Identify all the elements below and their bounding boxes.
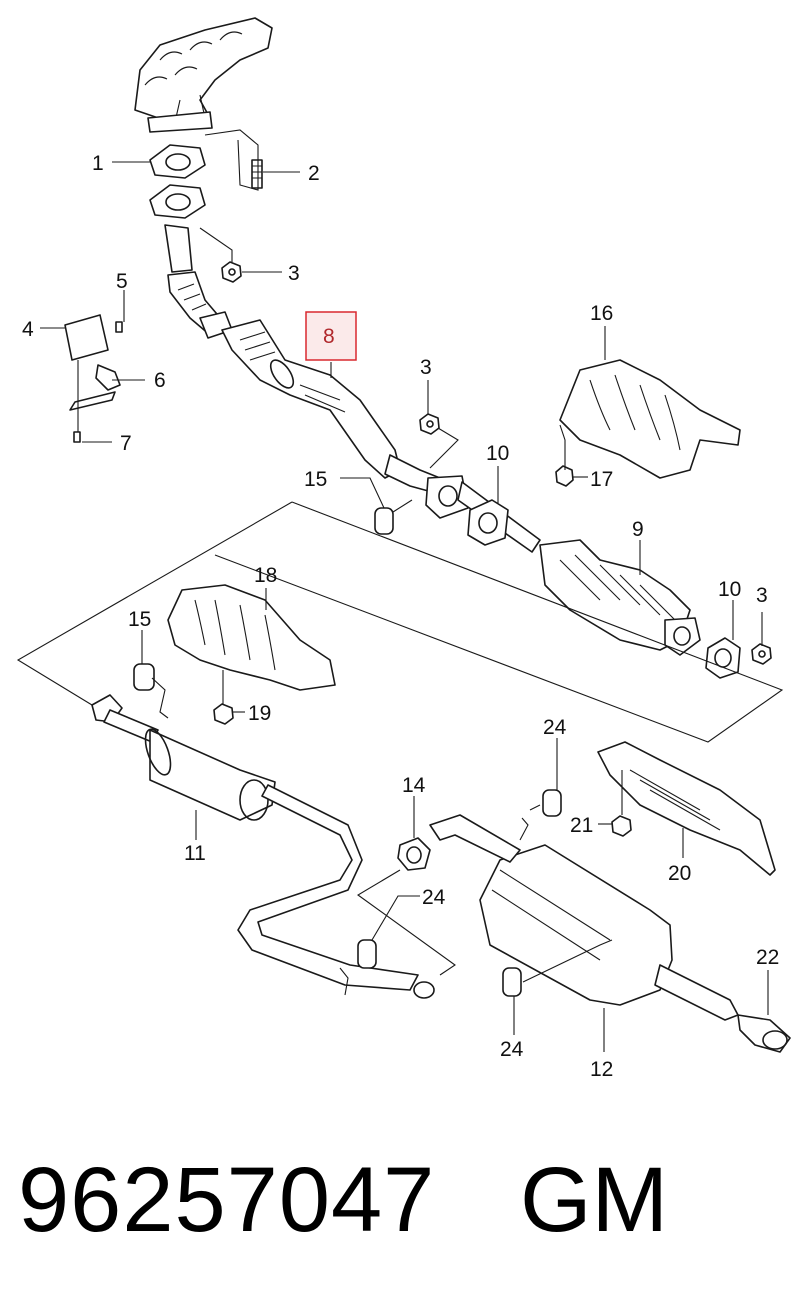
callout-20: 20 <box>668 862 691 885</box>
callout-18: 18 <box>254 564 277 587</box>
heat-shield-20 <box>597 741 776 876</box>
callout-4: 4 <box>22 318 34 341</box>
callout-3-upper: 3 <box>288 262 300 285</box>
gasket-1 <box>149 144 206 179</box>
catalytic-converter-9 <box>539 539 701 656</box>
highlight-box-part-8 <box>305 311 357 361</box>
callout-16: 16 <box>590 302 613 325</box>
callout-6: 6 <box>154 369 166 392</box>
hanger-rubber-15-upper <box>340 477 413 535</box>
callout-15-upper: 15 <box>304 468 327 491</box>
callout-22: 22 <box>756 946 779 969</box>
callout-14: 14 <box>402 774 426 797</box>
front-pipe <box>149 184 233 339</box>
nut-3-rear <box>751 643 772 665</box>
part-number: 96257047 <box>18 1149 436 1251</box>
callout-2: 2 <box>308 162 320 185</box>
heat-shield-16 <box>555 359 741 487</box>
callout-19: 19 <box>248 702 271 725</box>
hanger-rubber-15-lower <box>133 663 169 719</box>
callout-8: 8 <box>323 325 335 348</box>
hanger-rubber-24-c <box>502 939 613 997</box>
gasket-10-front <box>467 499 509 546</box>
leader-lines <box>40 161 769 1052</box>
nut-3-mid <box>419 413 440 435</box>
hanger-rubber-24-a <box>519 789 562 841</box>
callout-labels: 1 2 3 4 5 6 7 8 3 16 15 10 17 9 18 10 3 … <box>22 152 779 1081</box>
callout-9: 9 <box>632 518 644 541</box>
callout-11: 11 <box>184 842 206 865</box>
bracket-assembly <box>64 314 123 443</box>
exhaust-system-diagram: 1 2 3 4 5 6 7 8 3 16 15 10 17 9 18 10 3 … <box>16 17 791 1081</box>
callout-12: 12 <box>590 1058 613 1081</box>
callout-24-b: 24 <box>422 886 446 909</box>
intermediate-muffler-11 <box>91 694 435 999</box>
nut-3-upper <box>199 227 242 283</box>
callout-10-front: 10 <box>486 442 509 465</box>
callout-24-a: 24 <box>543 716 567 739</box>
callout-5: 5 <box>116 270 128 293</box>
exhaust-manifold <box>134 17 273 133</box>
callout-17: 17 <box>590 468 613 491</box>
rear-muffler-12 <box>429 814 791 1053</box>
clamp-14 <box>397 837 431 871</box>
brand-name: GM <box>520 1149 669 1251</box>
assembly-outline <box>16 427 784 976</box>
callout-7: 7 <box>120 432 132 455</box>
stud-2 <box>204 129 263 191</box>
callout-10-rear: 10 <box>718 578 741 601</box>
callout-15-lower: 15 <box>128 608 151 631</box>
heat-shield-18 <box>167 584 336 725</box>
callout-24-c: 24 <box>500 1038 524 1061</box>
hanger-rubber-24-b <box>339 939 377 996</box>
callout-1: 1 <box>92 152 104 175</box>
callout-21: 21 <box>570 814 593 837</box>
callout-3-mid: 3 <box>420 356 432 379</box>
callout-3-rear: 3 <box>756 584 768 607</box>
